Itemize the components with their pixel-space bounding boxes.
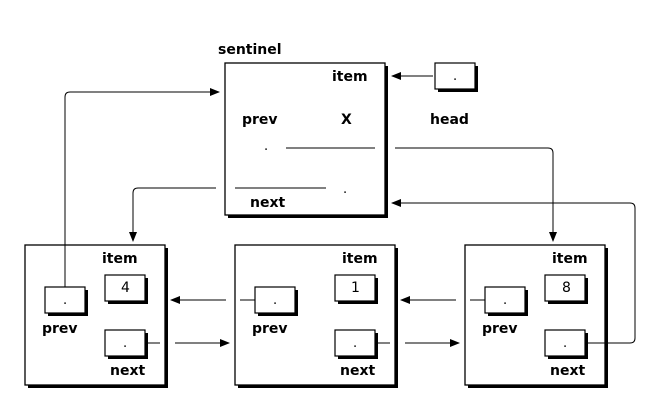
node-3-next-value: .: [563, 336, 567, 351]
sentinel-prev-value: .: [264, 139, 268, 154]
node-1-prev-arrow: [64, 88, 220, 261]
node-2-next-value: .: [353, 336, 357, 351]
node-1-prev-value: .: [63, 293, 67, 308]
node-1-prev-label: prev: [42, 321, 78, 337]
node-1-next-label: next: [110, 363, 145, 379]
sentinel-next-value: .: [343, 182, 347, 197]
node-2-prev-label: prev: [252, 321, 288, 337]
head-pointer: . head: [430, 62, 478, 128]
node-2-item-value: 1: [351, 280, 360, 296]
list-node-2: item 1 . prev . next: [234, 244, 398, 388]
sentinel-prev-label: prev: [242, 112, 278, 128]
head-value: .: [453, 69, 457, 84]
node-1-item-value: 4: [121, 280, 130, 296]
sentinel-next-arrow: [129, 187, 216, 242]
head-label: head: [430, 112, 469, 128]
node-3-item-label: item: [552, 251, 588, 267]
sentinel-next-label: next: [250, 195, 285, 211]
sentinel-node: sentinel item prev X . . next: [218, 42, 388, 218]
node-2-next-label: next: [340, 363, 375, 379]
list-node-1: item 4 . prev . next: [24, 244, 168, 388]
node-2-item-label: item: [342, 251, 378, 267]
sentinel-prev-arrow: [395, 147, 557, 242]
list-node-3: item 8 . prev . next: [464, 244, 608, 388]
sentinel-title: sentinel: [218, 42, 282, 58]
node-2-prev-value: .: [273, 293, 277, 308]
node-3-item-value: 8: [562, 280, 571, 296]
node-3-next-label: next: [550, 363, 585, 379]
node-1-item-label: item: [102, 251, 138, 267]
sentinel-item-label: item: [332, 69, 368, 85]
node-3-prev-value: .: [503, 293, 507, 308]
node-3-next-arrow: [391, 199, 636, 344]
node-3-prev-label: prev: [482, 321, 518, 337]
sentinel-item-value: X: [341, 112, 352, 128]
node-1-next-value: .: [123, 336, 127, 351]
pointer-edges: [64, 72, 636, 347]
